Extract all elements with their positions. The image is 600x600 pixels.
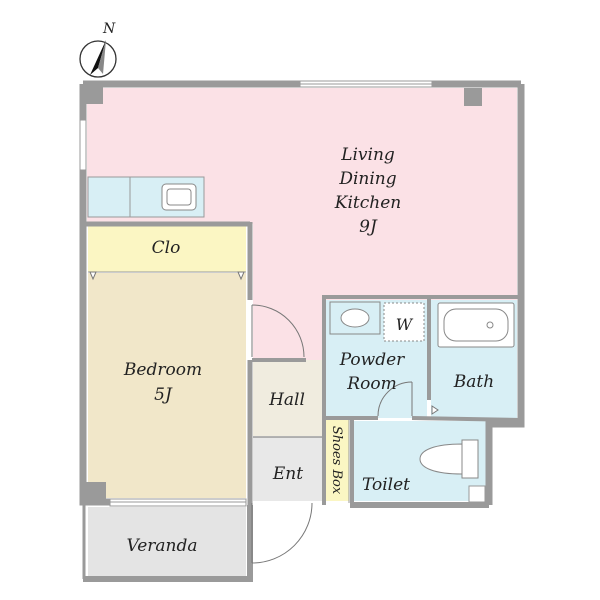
kitchen-counter <box>87 176 205 218</box>
toilet-label: Toilet <box>362 475 410 495</box>
closet-marker-left <box>89 271 97 281</box>
column-se <box>468 485 486 503</box>
interior-walls <box>86 221 522 505</box>
compass-letter: N <box>102 21 116 37</box>
bedroom-label: Bedroom <box>123 360 202 380</box>
closet-label: Clo <box>152 238 181 258</box>
east-wall <box>485 84 525 505</box>
wash-basin-bowl <box>340 308 370 328</box>
closet-marker-right <box>237 271 245 281</box>
toilet-bowl <box>419 443 463 475</box>
north-compass: N <box>79 21 117 78</box>
ldk-fill-lower <box>253 220 517 300</box>
veranda-label: Veranda <box>126 536 197 556</box>
entrance-door-swing <box>251 502 313 564</box>
wash-basin-counter <box>329 301 381 335</box>
bath-label: Bath <box>453 372 494 392</box>
entrance-fill <box>253 437 323 501</box>
compass-arrow-icon <box>90 40 106 75</box>
veranda-fill <box>88 507 246 579</box>
powder-label-line2: Room <box>346 374 396 394</box>
bathtub-inner <box>443 308 509 342</box>
powder-south-wall <box>324 416 522 422</box>
bathtub-outer <box>437 302 515 348</box>
ldk-label-line1: Living <box>340 145 395 165</box>
entrance-label: Ent <box>272 464 303 484</box>
west-window <box>79 119 87 171</box>
shoes-box-label: Shoes Box <box>329 426 344 495</box>
ldk-label-line2: Dining <box>338 169 396 189</box>
column-ne <box>464 88 482 106</box>
bathtub-icon <box>437 302 515 348</box>
bedroom-size: 5J <box>154 385 173 405</box>
washer-space: W <box>383 302 425 342</box>
sink-basin <box>166 188 192 206</box>
south-wall <box>83 502 489 582</box>
bathtub-drain <box>486 321 494 329</box>
toilet-tank <box>461 439 479 479</box>
room-labels: Living Dining Kitchen 9J Clo Bedroom 5J … <box>123 145 494 556</box>
shoes-box-fill <box>325 418 349 501</box>
powder-door-swing <box>377 381 413 417</box>
bedroom-fill <box>88 273 246 498</box>
bedroom-door-swing <box>251 304 305 358</box>
toilet-icon <box>419 439 479 479</box>
washer-frame <box>383 302 425 342</box>
compass-arrow-shade <box>98 40 106 74</box>
washer-label: W <box>396 315 414 334</box>
doors <box>89 271 439 564</box>
column-sw <box>86 482 106 502</box>
closet-fill <box>88 226 246 272</box>
wash-basin-icon <box>329 301 381 335</box>
bath-door-marker <box>431 405 439 415</box>
column-nw <box>83 84 103 104</box>
powder-label-line1: Powder <box>339 350 405 370</box>
veranda-window <box>109 498 247 507</box>
outer-walls <box>79 80 525 582</box>
hall-fill <box>253 360 323 436</box>
ldk-fill-corridor <box>253 295 323 360</box>
ldk-label-line3: Kitchen <box>334 193 401 213</box>
sink-icon <box>161 183 197 211</box>
hall-label: Hall <box>268 390 305 410</box>
ldk-size: 9J <box>359 217 378 237</box>
north-window <box>299 80 433 88</box>
west-window-frame <box>79 119 87 171</box>
